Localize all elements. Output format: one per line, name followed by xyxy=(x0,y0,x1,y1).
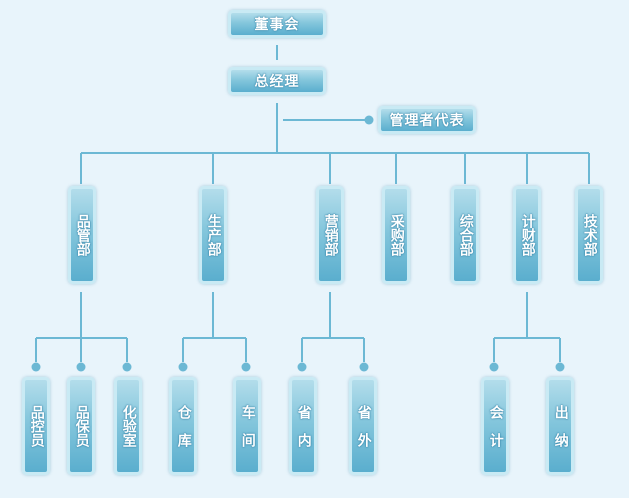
node-management-rep: 管理者代表 xyxy=(378,106,476,134)
node-sub-quality-assurance: 品保员 xyxy=(67,377,95,475)
node-board: 董事会 xyxy=(228,10,326,38)
node-sub-laboratory: 化验室 xyxy=(114,377,142,475)
connector-dot xyxy=(359,362,369,372)
connector-dot xyxy=(241,362,251,372)
connector-dot xyxy=(76,362,86,372)
connector-dot xyxy=(364,115,374,125)
node-dept-technology: 技术部 xyxy=(575,186,603,284)
node-sub-cashier: 出纳 xyxy=(546,377,574,475)
node-sub-out-province: 省外 xyxy=(349,377,377,475)
connector-dot xyxy=(555,362,565,372)
connector-dot xyxy=(297,362,307,372)
node-dept-general-affairs: 综合部 xyxy=(451,186,479,284)
node-sub-quality-controller: 品控员 xyxy=(22,377,50,475)
node-dept-sales: 营销部 xyxy=(316,186,344,284)
node-dept-qc: 品管部 xyxy=(68,186,96,284)
node-dept-production: 生产部 xyxy=(199,186,227,284)
connector-dot xyxy=(31,362,41,372)
node-dept-finance: 计财部 xyxy=(513,186,541,284)
connector-dot xyxy=(489,362,499,372)
node-dept-purchasing: 采购部 xyxy=(382,186,410,284)
node-sub-accounting: 会计 xyxy=(481,377,509,475)
node-sub-warehouse: 仓库 xyxy=(169,377,197,475)
connector-dot xyxy=(178,362,188,372)
node-sub-workshop: 车间 xyxy=(233,377,261,475)
node-sub-in-province: 省内 xyxy=(289,377,317,475)
node-general-manager: 总经理 xyxy=(228,67,326,95)
connector-dot xyxy=(122,362,132,372)
